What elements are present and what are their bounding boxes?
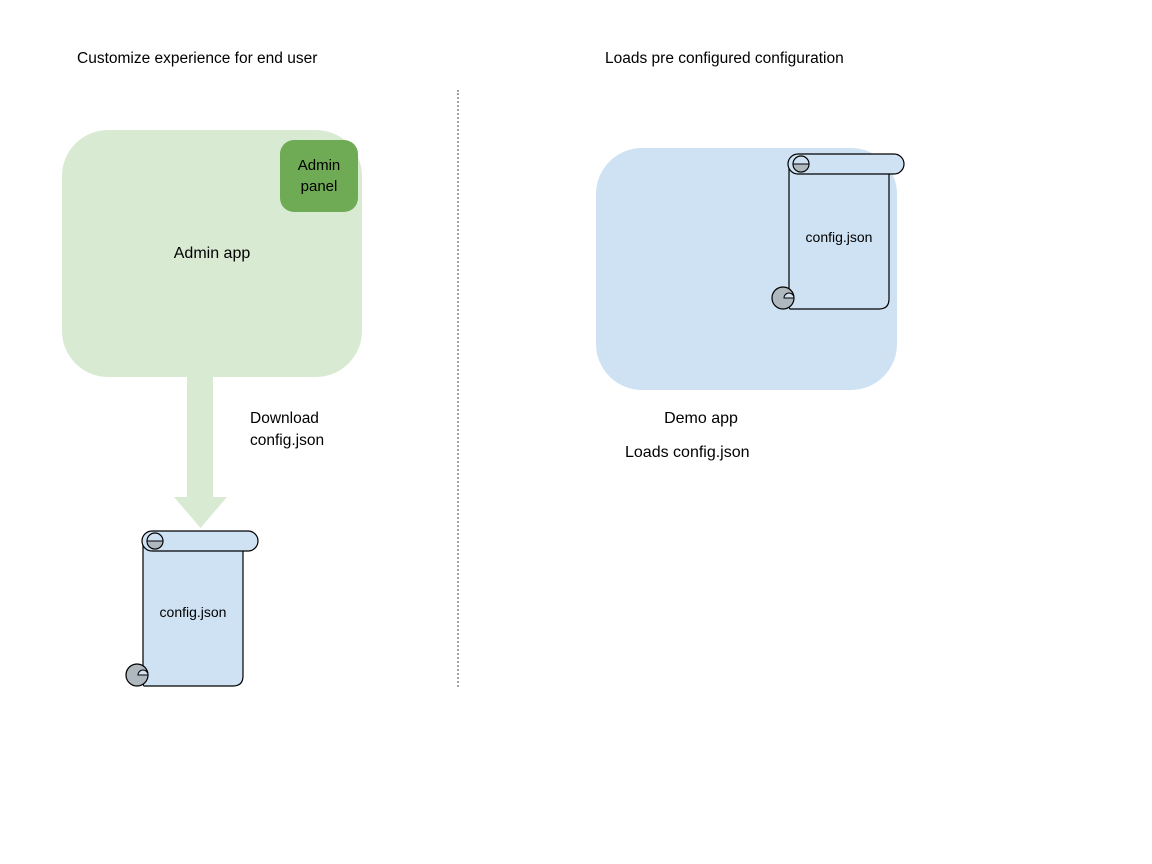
admin-panel-label: Admin panel bbox=[297, 157, 341, 195]
left-section-title: Customize experience for end user bbox=[77, 50, 318, 67]
demo-app-label: Demo app bbox=[664, 410, 738, 427]
config-json-scroll-left bbox=[125, 530, 259, 687]
config-json-label-left: config.json bbox=[159, 604, 227, 620]
download-caption: Download config.json bbox=[250, 408, 324, 452]
right-section-title: Loads pre configured configuration bbox=[605, 50, 844, 67]
admin-panel-box: Admin panel bbox=[280, 140, 358, 212]
section-divider bbox=[457, 90, 459, 687]
scroll-top-spiral-shade bbox=[792, 163, 810, 173]
scroll-bottom-curl-notch bbox=[783, 292, 795, 299]
scroll-bottom-curl-notch bbox=[137, 669, 149, 676]
loads-config-caption: Loads config.json bbox=[625, 444, 750, 461]
admin-app-box: Admin app Admin panel bbox=[62, 130, 362, 377]
scroll-top-roll bbox=[141, 530, 259, 552]
admin-app-label: Admin app bbox=[173, 244, 251, 262]
download-arrow-icon bbox=[174, 376, 227, 528]
config-json-scroll-right bbox=[771, 153, 905, 310]
download-caption-line1: Download bbox=[250, 410, 319, 427]
scroll-top-spiral-shade bbox=[146, 540, 164, 550]
scroll-top-roll bbox=[787, 153, 905, 175]
download-caption-line2: config.json bbox=[250, 432, 325, 449]
arrow-shape bbox=[174, 376, 227, 528]
config-json-label-right: config.json bbox=[805, 229, 873, 245]
